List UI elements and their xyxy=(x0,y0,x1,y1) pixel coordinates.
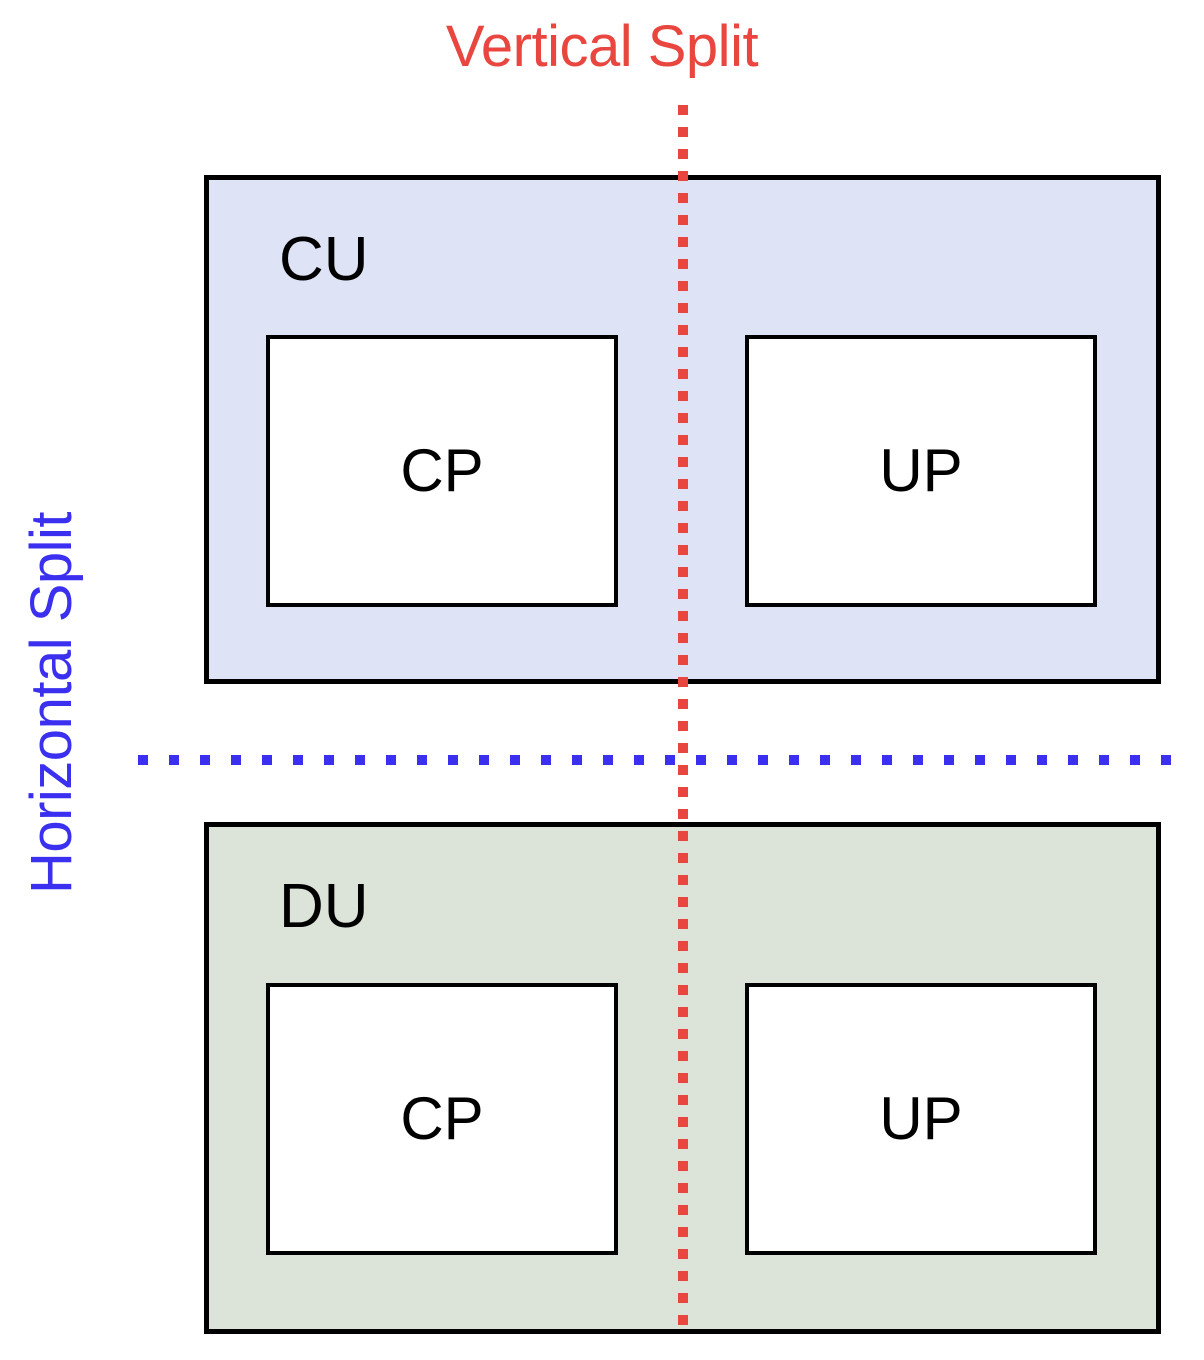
cu-up-box: UP xyxy=(745,335,1097,607)
vertical-split-line xyxy=(678,105,688,1334)
du-up-box: UP xyxy=(745,983,1097,1255)
vertical-split-title: Vertical Split xyxy=(445,14,759,79)
horizontal-split-title: Horizontal Split xyxy=(19,511,84,895)
cu-cp-box: CP xyxy=(266,335,618,607)
cu-unit-label: CU xyxy=(279,225,369,294)
du-cp-box: CP xyxy=(266,983,618,1255)
cu-cp-label: CP xyxy=(400,437,484,504)
horizontal-split-line xyxy=(138,755,1185,765)
du-unit-label: DU xyxy=(279,872,369,941)
du-cp-label: CP xyxy=(400,1085,484,1152)
cu-up-label: UP xyxy=(879,437,963,504)
du-up-label: UP xyxy=(879,1085,963,1152)
